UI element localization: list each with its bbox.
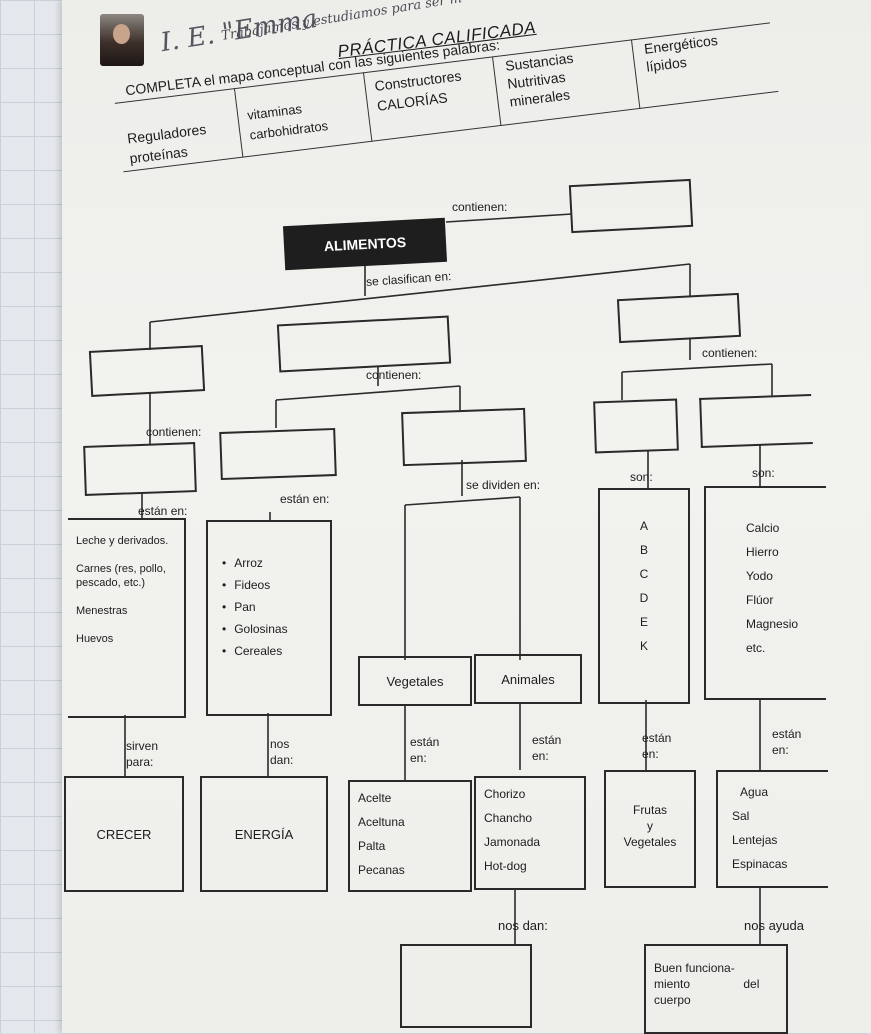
list-box-proteins: Leche y derivados. Carnes (res, pollo, p…: [68, 518, 186, 718]
list-item: C: [639, 567, 649, 581]
list-item: Leche y derivados.: [76, 535, 169, 547]
blank-box-level1-right[interactable]: [616, 292, 742, 344]
worksheet: I. E. "Emma Trabajamos y estudiamos para…: [62, 0, 871, 1033]
energia-label: ENERGÍA: [234, 826, 294, 842]
box-agua: Agua Sal Lentejas Espinacas: [716, 770, 828, 888]
blank-box-level1-center[interactable]: [276, 315, 452, 373]
list-item: Jamonada: [484, 835, 541, 849]
link-estan-en-min: están en:: [772, 727, 802, 757]
list-item: D: [639, 591, 649, 605]
link-bottom-nos-dan: nos dan:: [498, 918, 548, 933]
box-frutas: Frutas y Vegetales: [604, 770, 696, 888]
list-item: Sal: [732, 809, 750, 823]
list-item: Magnesio: [746, 617, 799, 631]
box-crecer: CRECER: [64, 776, 184, 892]
list-item: Flúor: [746, 593, 774, 607]
animales-label: Animales: [501, 671, 555, 687]
link-estan-en-2: están en:: [280, 492, 330, 506]
list-item: Calcio: [746, 521, 780, 535]
list-item: Chorizo: [484, 787, 526, 801]
list-item: Aceltuna: [358, 815, 405, 829]
link-estan-en-veg: están en:: [410, 735, 440, 765]
list-item: Golosinas: [222, 618, 287, 640]
list-item: Menestras: [76, 605, 128, 617]
root-label: ALIMENTOS: [323, 233, 407, 255]
list-item: Frutas: [632, 803, 667, 817]
list-item: Pan: [222, 596, 288, 618]
list-item: A: [639, 519, 648, 533]
blank-box-level2-e[interactable]: [699, 394, 813, 448]
list-item: Hot-dog: [484, 859, 527, 873]
blank-box-bottom[interactable]: [400, 944, 532, 1028]
list-box-vitamins: A B C D E K: [598, 488, 690, 704]
list-item: Chancho: [484, 811, 533, 825]
link-estan-en-ani: están en:: [532, 733, 562, 763]
link-contienen-left: contienen:: [146, 425, 202, 439]
list-item: y: [647, 819, 653, 833]
list-item: Agua: [740, 785, 769, 799]
list-item: Acelte: [358, 791, 392, 805]
list-item: B: [639, 543, 648, 557]
list-item: Fideos: [222, 574, 288, 596]
link-son-2: son:: [752, 466, 775, 480]
list-item: Buen funciona-: [654, 961, 735, 975]
box-ani-foods: Chorizo Chancho Jamonada Hot-dog: [474, 776, 586, 890]
list-item: etc.: [746, 641, 766, 655]
vegetales-label: Vegetales: [386, 673, 444, 689]
link-sirven-para: sirven para:: [126, 739, 159, 769]
list-item: Carnes (res, pollo, pescado, etc.): [76, 563, 166, 589]
list-item: Palta: [358, 839, 386, 853]
list-item: E: [639, 615, 648, 629]
list-box-carbs: Arroz Fideos Pan Golosinas Cereales: [206, 520, 332, 716]
blank-box-root-right[interactable]: [568, 178, 694, 234]
list-item: Arroz: [222, 552, 288, 574]
blank-box-level2-d[interactable]: [593, 398, 679, 454]
root-node-alimentos: ALIMENTOS: [282, 217, 448, 271]
box-buen-funcionamiento: Buen funciona- miento del cuerpo: [644, 944, 788, 1034]
blank-box-level1-left[interactable]: [88, 345, 206, 397]
list-item: miento del: [654, 977, 760, 991]
student-photo: [100, 14, 144, 66]
list-item: Espinacas: [732, 857, 788, 871]
box-energia: ENERGÍA: [200, 776, 328, 892]
link-bottom-nos-ayuda: nos ayuda: [744, 918, 804, 933]
link-estan-en-vit: están en:: [642, 731, 672, 761]
list-item: Yodo: [746, 569, 773, 583]
blank-box-level2-a[interactable]: [83, 442, 197, 496]
link-nos-dan: nos dan:: [270, 737, 294, 767]
list-item: cuerpo: [654, 993, 691, 1007]
list-item: Pecanas: [358, 863, 405, 877]
link-contienen-right: contienen:: [702, 346, 758, 360]
box-vegetales: Vegetales: [358, 656, 472, 706]
list-item: Cereales: [222, 640, 288, 662]
list-item: Lentejas: [732, 833, 778, 847]
blank-box-level2-b[interactable]: [219, 427, 337, 481]
list-item: Vegetales: [623, 835, 677, 849]
blank-box-level2-c[interactable]: [401, 407, 527, 467]
list-item: K: [639, 639, 648, 653]
list-box-minerals: Calcio Hierro Yodo Flúor Magnesio etc.: [704, 486, 826, 700]
link-contienen-center: contienen:: [366, 368, 422, 382]
link-son-1: son:: [630, 470, 653, 484]
list-item: Huevos: [76, 633, 114, 645]
link-se-dividen: se dividen en:: [466, 478, 541, 492]
box-animales: Animales: [474, 654, 582, 704]
box-veg-foods: Acelte Aceltuna Palta Pecanas: [348, 780, 472, 892]
list-item: Hierro: [746, 545, 779, 559]
link-estan-en-1: están en:: [138, 504, 188, 518]
crecer-label: CRECER: [96, 826, 152, 842]
root-link-contienen: contienen:: [452, 200, 508, 214]
